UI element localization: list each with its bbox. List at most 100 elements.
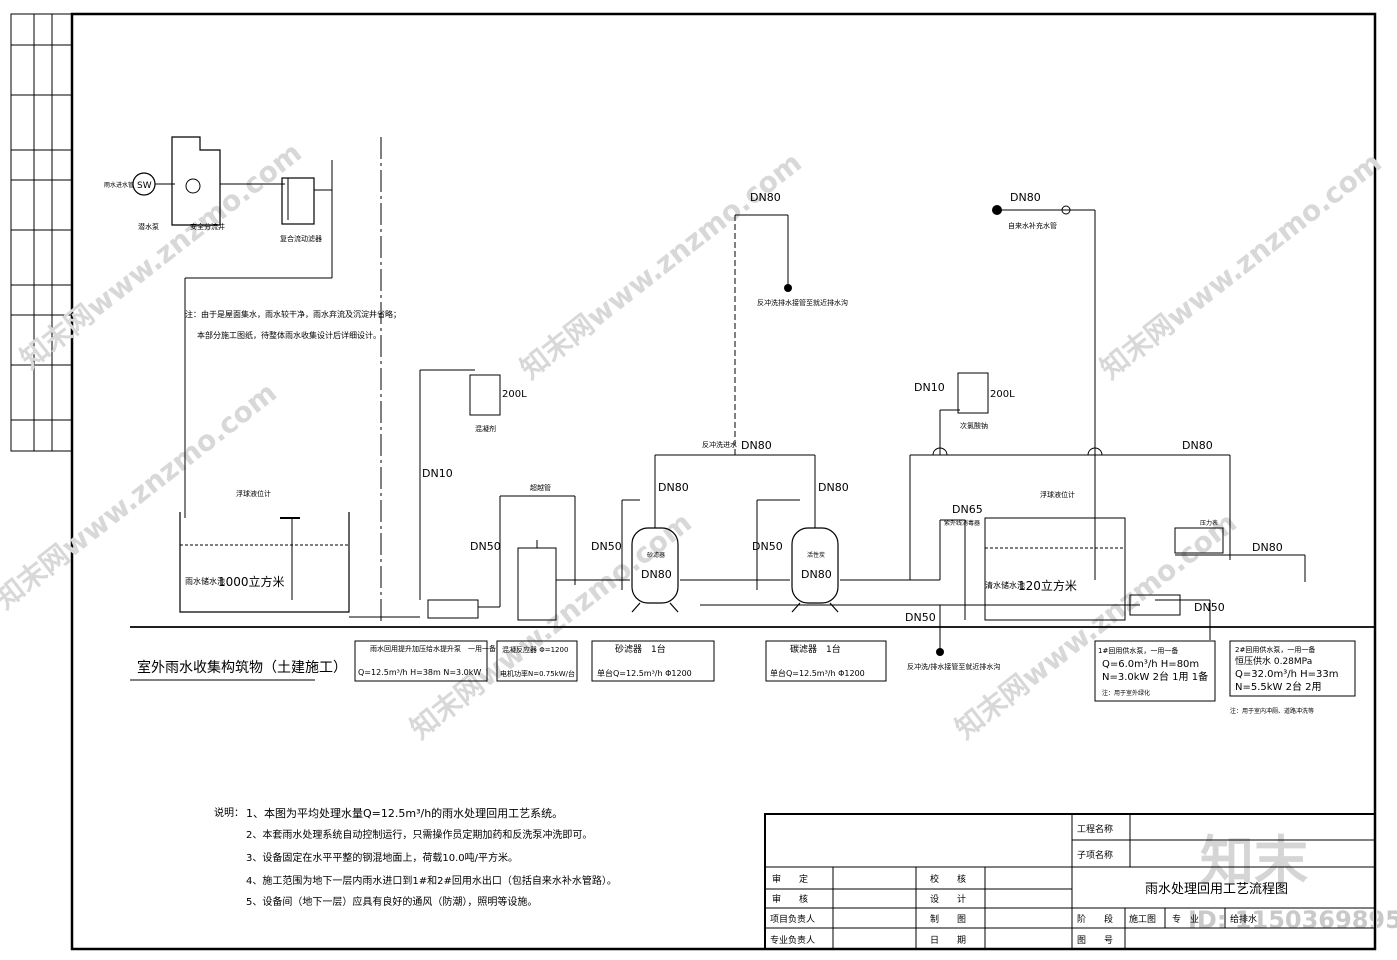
- disinfector: 紫外线消毒器: [944, 519, 980, 527]
- dn50-a: DN50: [470, 540, 501, 553]
- tb-r3-a: 项目负责人: [770, 913, 815, 925]
- equipment-boxes: [354, 640, 1356, 702]
- filter-2-name: 活性炭: [807, 551, 825, 559]
- dn50-b: DN50: [591, 540, 622, 553]
- eq-1-l2: 电机功率N=0.75kW/台: [500, 669, 575, 678]
- dn80-main: DN80: [1182, 439, 1213, 452]
- pressure-gauge: 压力表: [1200, 519, 1218, 527]
- tank-2-volume: 120立方米: [1018, 578, 1077, 593]
- left-strip: [10, 13, 73, 452]
- note-a: 注：由于是屋面集水，雨水较干净，雨水弃流及沉淀井省略；: [185, 309, 401, 319]
- tb-r1-b: 校 核: [930, 873, 966, 885]
- float-ball-1: 浮球液位计: [236, 489, 271, 498]
- pump1-l2: Q=6.0m³/h H=80m: [1102, 659, 1199, 670]
- note-5: 5、设备间（地下一层）应具有良好的通风（防潮），照明等设施。: [246, 895, 537, 908]
- drain-point-1: [784, 284, 792, 292]
- tb-r4-b: 日 期: [930, 935, 966, 946]
- pump-symbol: SW: [137, 181, 152, 191]
- tank-2-label: 清水储水池: [985, 580, 1025, 590]
- pump1-title: 1#回用供水泵，一用一备: [1098, 646, 1178, 655]
- eq-0-l1: 雨水回用提升加压给水提升泵 一用一备: [370, 644, 496, 653]
- dn80-top: DN80: [750, 191, 781, 204]
- pump2-l2: 恒压供水 0.28MPa: [1235, 655, 1312, 667]
- tb-drawing-title: 雨水处理回用工艺流程图: [1145, 882, 1288, 897]
- box-label: 安全分流井: [190, 222, 225, 231]
- main-piping: [349, 209, 1306, 650]
- dn80-f2: DN80: [818, 481, 849, 494]
- eq-0-l2: Q=12.5m³/h H=38m N=3.0kW: [358, 668, 481, 677]
- submersible-pump-label: 潜水泵: [138, 222, 159, 231]
- title-block: [764, 813, 1376, 950]
- note-1: 1、本图为平均处理水量Q=12.5m³/h的雨水处理回用工艺系统。: [246, 806, 563, 820]
- note-2: 2、本套雨水处理系统自动控制运行，只需操作员定期加药和反洗泵冲洗即可。: [246, 828, 592, 841]
- backwash-in: 反冲洗进水: [702, 440, 737, 449]
- drain-point-2: [936, 648, 944, 656]
- ground-label: 室外雨水收集构筑物（土建施工）: [137, 659, 347, 676]
- eq-1-l1: 混凝反应器 Φ=1200: [502, 645, 568, 654]
- note-4: 4、施工范围为地下一层内雨水进口到1#和2#回用水出口（包括自来水补水管路）。: [246, 874, 617, 887]
- pump2-l3: Q=32.0m³/h H=33m: [1235, 669, 1339, 680]
- float-ball-2: 浮球液位计: [1040, 490, 1075, 499]
- intake-section: SW 雨水进水管 潜水泵 安全分流井 复合流动滤器: [104, 136, 382, 625]
- doser-1-label: 混凝剂: [475, 424, 496, 433]
- dn50-out: DN50: [1194, 601, 1225, 614]
- pump1-l3: N=3.0kW 2台 1用 1备: [1102, 670, 1208, 683]
- filter-1-mid: DN80: [641, 568, 672, 581]
- wm-6: 知末网www.znzmo.com: [949, 506, 1243, 746]
- tb-sheet-no: 图 号: [1077, 935, 1113, 946]
- id-text: ID: 1150369895: [1188, 906, 1397, 934]
- tap-point: [992, 205, 1002, 215]
- dn80-out: DN80: [1252, 541, 1283, 554]
- tb-r4-a: 专业负责人: [770, 934, 815, 946]
- dn50-c: DN50: [752, 540, 783, 553]
- eq-3-l2: 单台Q=12.5m³/h Φ1200: [770, 668, 865, 678]
- eq-3-l1: 碳滤器 1台: [790, 643, 841, 655]
- tank-1-label: 雨水储水池: [185, 576, 225, 586]
- tb-major: 专 业: [1172, 913, 1199, 925]
- dn10-b: DN10: [914, 381, 945, 394]
- filter-1-name: 砂滤器: [647, 551, 665, 559]
- dn80-bw: DN80: [741, 439, 772, 452]
- eq-2-l1: 砂滤器 1台: [615, 643, 666, 655]
- doser-1-volume: 200L: [502, 389, 527, 400]
- tap-water: 自来水补充水管: [1008, 221, 1057, 230]
- source-label: 雨水进水管: [104, 181, 134, 189]
- dn65: DN65: [952, 503, 983, 516]
- wm-2: 知末网www.znzmo.com: [514, 146, 808, 386]
- tb-project-name: 工程名称: [1077, 823, 1113, 835]
- wm-3: 知末网www.znzmo.com: [1094, 146, 1388, 386]
- filter-2-mid: DN80: [801, 568, 832, 581]
- tb-r2-b: 设 计: [930, 893, 966, 905]
- tb-stage: 阶 段: [1077, 913, 1113, 925]
- tb-r3-b: 制 图: [930, 913, 966, 925]
- tb-stage-val: 施工图: [1129, 913, 1156, 925]
- pump2-title: 2#回用供水泵，一用一备: [1235, 645, 1315, 654]
- filter-top-label: 复合流动滤器: [280, 234, 322, 243]
- dn10-a: DN10: [422, 467, 453, 480]
- wm-5: 知末网www.znzmo.com: [404, 506, 698, 746]
- filter-vessels: [631, 527, 839, 613]
- tb-r2-a: 审 核: [772, 893, 808, 905]
- tb-r1-a: 审 定: [772, 873, 808, 885]
- doser-2-label: 次氯酸钠: [960, 421, 988, 430]
- dn50-bottom: DN50: [905, 611, 936, 624]
- note-3: 3、设备固定在水平平整的钢混地面上，荷载10.0吨/平方米。: [246, 851, 518, 864]
- pump2-l4: N=5.5kW 2台 2用: [1235, 680, 1322, 693]
- doser-2-volume: 200L: [990, 389, 1015, 400]
- dn80-f1: DN80: [658, 481, 689, 494]
- pump2-l5: 注：用于室内冲厕、道路冲洗等: [1230, 707, 1314, 715]
- rain-tank: [179, 512, 350, 613]
- tb-major-val: 给排水: [1230, 913, 1257, 925]
- tb-sub-name: 子项名称: [1077, 849, 1113, 861]
- drawing-border: [70, 12, 1377, 951]
- dn80-right-top: DN80: [1010, 191, 1041, 204]
- pump1-l4: 注：用于室外绿化: [1102, 689, 1150, 697]
- notes-head: 说明：: [214, 806, 244, 819]
- eq-2-l2: 单台Q=12.5m³/h Φ1200: [597, 668, 692, 678]
- valve-icon: [1061, 205, 1071, 215]
- drain-bottom: 反冲洗/排水接管至就近排水沟: [907, 662, 1000, 671]
- overflow: 超越管: [530, 483, 551, 492]
- tank-1-volume: 1000立方米: [218, 574, 285, 589]
- backwash-drain-top: 反冲洗排水接管至就近排水沟: [757, 298, 848, 307]
